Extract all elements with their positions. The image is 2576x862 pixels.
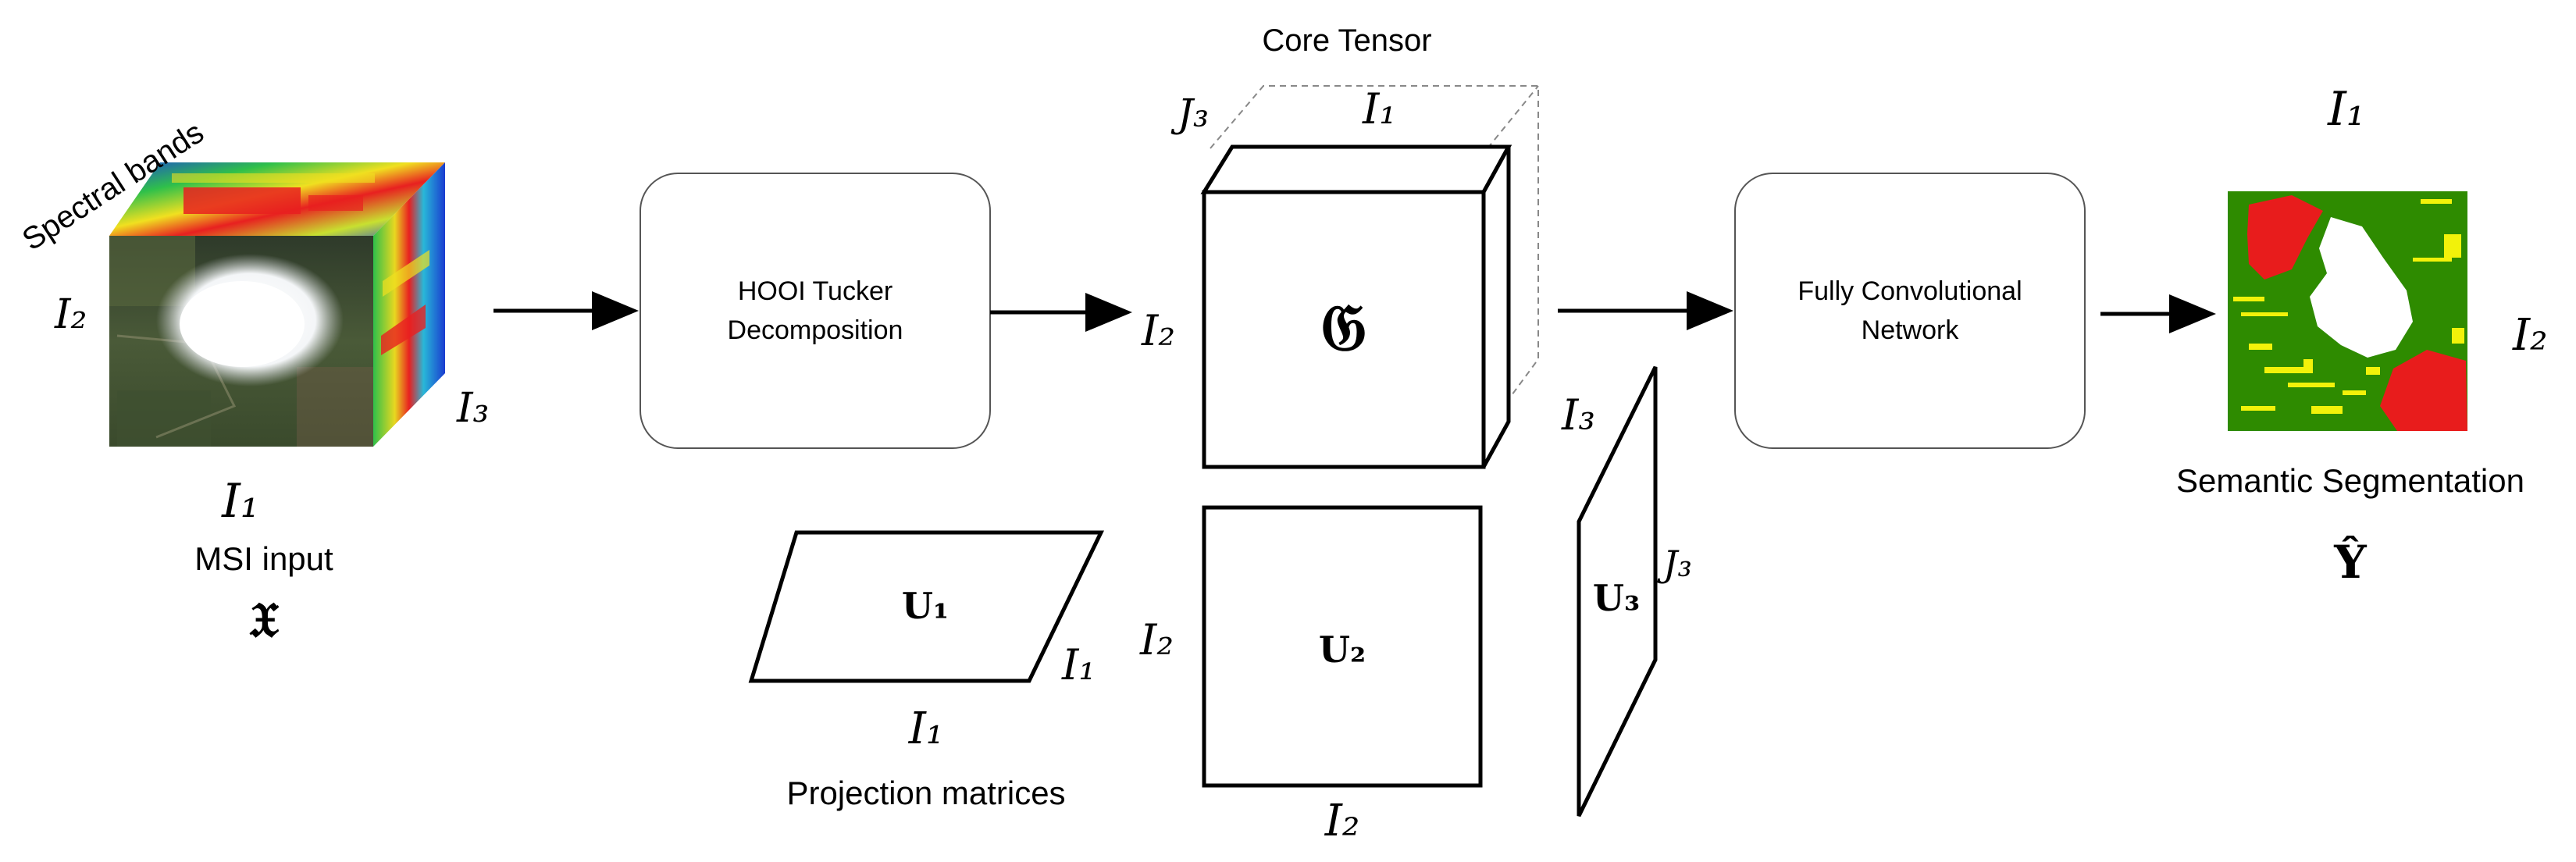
matrix-u3: U₃ I₃ J₃ bbox=[1561, 365, 1692, 817]
core-dim-i2: I₂ bbox=[1141, 306, 1175, 355]
hooi-tucker-box: HOOI Tucker Decomposition bbox=[640, 173, 991, 449]
matrix-u2: U₂ I₂ I₂ bbox=[1139, 505, 1483, 846]
core-tensor-title: Core Tensor bbox=[1262, 23, 1431, 58]
cube-top-hotspots bbox=[172, 173, 375, 214]
matrix-u3-shape bbox=[1577, 365, 1658, 817]
seg-white-region bbox=[2310, 217, 2413, 358]
msi-input-cube: Spectral bands I₂ I₃ I₁ MSI input 𝔛 bbox=[16, 115, 489, 648]
core-dim-i1: I₁ bbox=[1362, 84, 1396, 134]
input-dim-i3: I₃ bbox=[456, 385, 489, 432]
core-side-face bbox=[1481, 145, 1511, 468]
projection-matrices: U₁ I₁ I₁ Projection matrices U₂ I₂ I₂ U₃… bbox=[748, 365, 1692, 846]
matrix-u1-dim-right: I₁ bbox=[1061, 640, 1096, 689]
seg-yellow-speckle bbox=[2233, 199, 2464, 414]
input-dim-i2: I₂ bbox=[54, 291, 87, 338]
core-dim-j3: J₃ bbox=[1170, 91, 1209, 136]
core-front-face bbox=[1202, 190, 1486, 469]
cube-cloud-core bbox=[180, 281, 305, 367]
msi-input-caption: MSI input bbox=[194, 540, 333, 577]
core-dashed-extent bbox=[1210, 85, 1539, 429]
matrix-u3-dim-top: I₃ bbox=[1561, 390, 1595, 440]
matrix-u2-dim-left: I₂ bbox=[1139, 615, 1174, 664]
fcn-box-line1: Fully Convolutional bbox=[1797, 276, 2022, 306]
output-dim-i1: I₁ bbox=[2327, 82, 2365, 137]
matrix-u1-dim-bottom: I₁ bbox=[908, 703, 944, 754]
hooi-box-line2: Decomposition bbox=[728, 315, 903, 345]
hooi-box-line1: HOOI Tucker bbox=[738, 276, 893, 306]
segmentation-output: I₁ I₂ Semantic bbox=[2176, 82, 2548, 589]
matrix-u1-label: U₁ bbox=[902, 585, 949, 627]
matrix-u1: U₁ I₁ I₁ Projection matrices bbox=[748, 530, 1104, 811]
input-dim-i1: I₁ bbox=[221, 474, 259, 529]
seg-red-region-1 bbox=[2247, 195, 2323, 280]
seg-red-region-2 bbox=[2380, 350, 2467, 431]
input-tensor-symbol: 𝔛 bbox=[249, 591, 280, 648]
output-dim-i2: I₂ bbox=[2512, 310, 2548, 361]
core-top-face bbox=[1200, 144, 1512, 194]
matrix-u2-dim-bottom: I₂ bbox=[1324, 796, 1360, 846]
matrix-u3-label: U₃ bbox=[1593, 577, 1640, 619]
core-tensor-symbol: 𝔊 bbox=[1321, 290, 1366, 365]
cube-side-face bbox=[373, 162, 445, 447]
projection-matrices-caption: Projection matrices bbox=[786, 775, 1065, 811]
fcn-box-frame bbox=[1734, 173, 2086, 449]
fcn-box: Fully Convolutional Network bbox=[1734, 173, 2086, 449]
matrix-u2-shape bbox=[1202, 505, 1483, 788]
fcn-box-line2: Network bbox=[1862, 315, 1960, 345]
matrix-u1-shape bbox=[748, 530, 1104, 683]
matrix-u3-dim-right: J₃ bbox=[1657, 543, 1692, 585]
hooi-box-frame bbox=[640, 173, 991, 449]
segmentation-caption: Semantic Segmentation bbox=[2176, 462, 2524, 499]
segmentation-map bbox=[2228, 191, 2467, 431]
cube-side-hotspots bbox=[381, 250, 429, 355]
matrix-u2-label: U₂ bbox=[1319, 629, 1366, 671]
output-symbol: Ŷ bbox=[2333, 536, 2367, 589]
core-tensor: Core Tensor 𝔊 J₃ I₁ I₂ bbox=[1141, 23, 1539, 469]
